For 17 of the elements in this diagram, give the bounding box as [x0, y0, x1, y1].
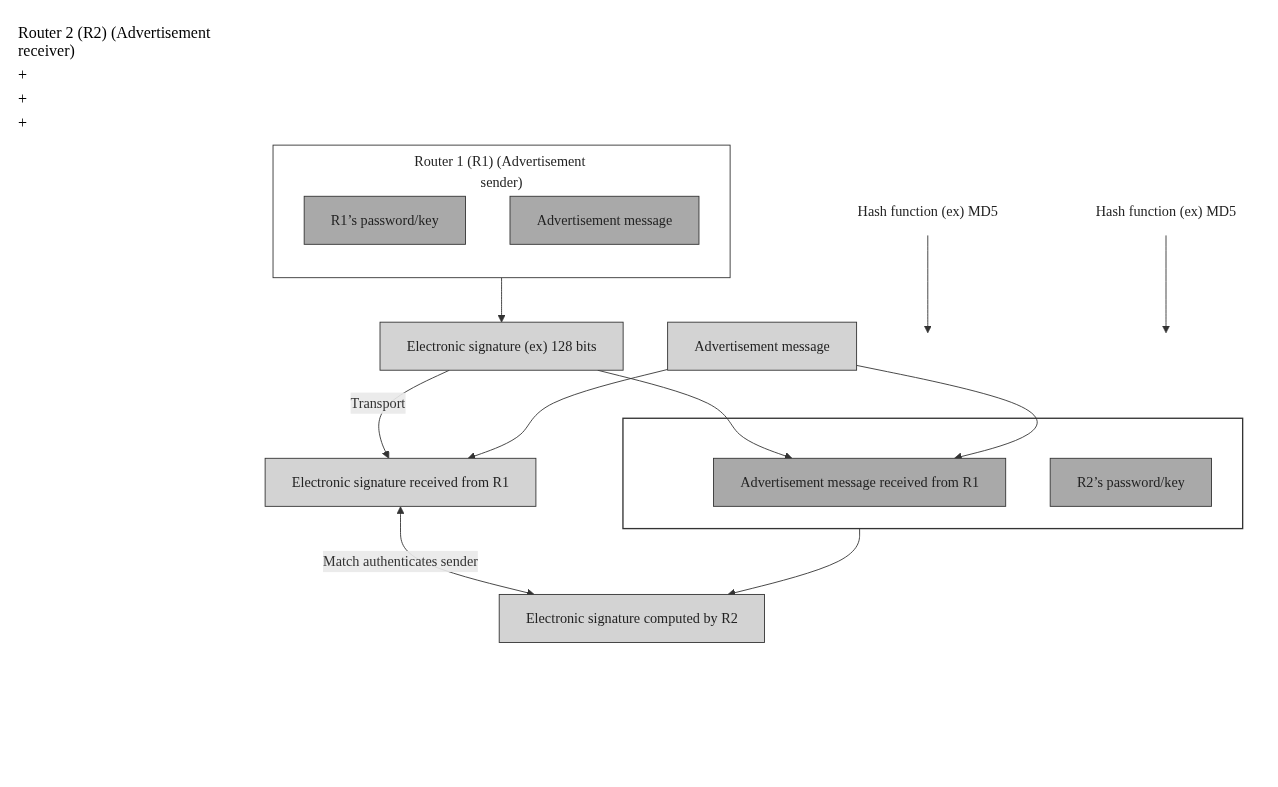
note-label: + [18, 114, 29, 132]
edge-label: Transport [350, 394, 406, 410]
node-text: Hash function (ex) MD5 [1095, 203, 1237, 219]
node-box: Advertisement message [509, 195, 700, 245]
note-label: + [18, 90, 29, 108]
node-box: Advertisement message [667, 321, 858, 371]
node-text: Hash function (ex) MD5 [857, 203, 998, 219]
node-box: R1’s password/key [303, 195, 466, 245]
node-box: Electronic signature computed by R2 [498, 593, 765, 643]
node-box: Electronic signature received from R1 [264, 457, 537, 507]
node-box: R2’s password/key [1049, 457, 1212, 507]
cluster [622, 417, 1244, 529]
note-label: Router 2 (R2) (Advertisement receiver) [18, 24, 212, 60]
node-box: Electronic signature (ex) 128 bits [379, 321, 624, 371]
node-box: Advertisement message received from R1 [713, 457, 1007, 507]
edge-label: Match authenticates sender [323, 553, 478, 569]
note-label: + [18, 66, 29, 84]
